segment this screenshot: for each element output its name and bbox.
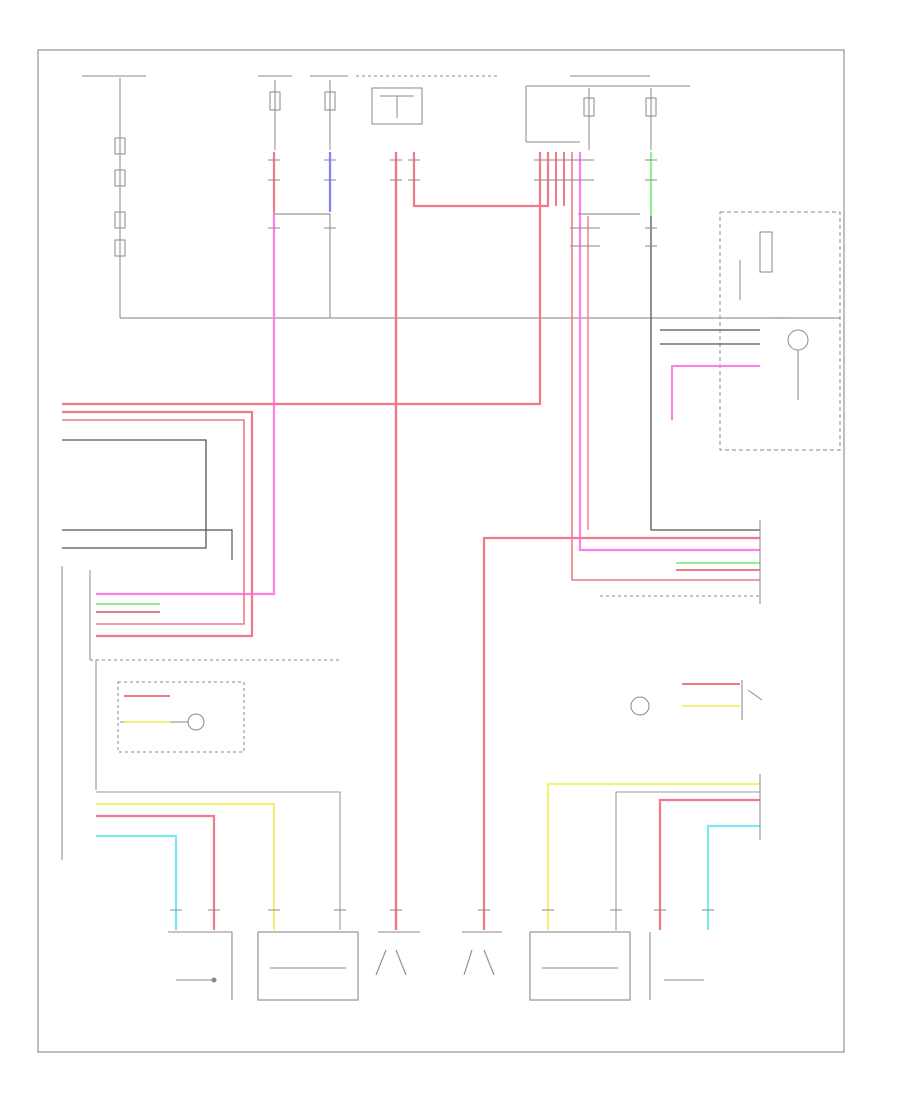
right-mid-component [630,680,763,720]
wire-red-center-2 [412,152,550,208]
wire-gray-lower-left [96,791,341,930]
wire-red-bus-2 [62,410,254,638]
wire-dark-2 [62,529,233,560]
wire-gray-1 [274,213,331,318]
wire-pink-right [578,152,760,552]
wire-dark-1 [62,439,207,549]
wire-yellow-lower-right [546,782,760,930]
right-module [719,211,841,451]
top-fuse-area [82,75,690,318]
wire-pink-module [671,365,760,420]
wire-red-bus-1 [62,152,542,406]
wire-gray-lower-right [615,791,760,930]
diagram-frame [37,49,845,1053]
wire-pink-1 [96,212,276,596]
right-connector-pins [600,520,761,840]
wire-cyan-lower-left [96,834,178,930]
wire-red-lower-right [658,798,760,930]
connector-ticks [170,159,714,911]
wire-cyan-lower-right [706,824,760,930]
wire-red-lower-left [96,814,216,930]
wire-red-bus-3 [62,419,245,625]
wire-red-right-3 [571,152,760,581]
left-connector-block [61,566,340,860]
wire-red-to-switch [482,536,760,930]
wire-yellow-lower-left [96,802,276,930]
bottom-components [168,931,704,1001]
wire-dark-right [650,216,760,531]
